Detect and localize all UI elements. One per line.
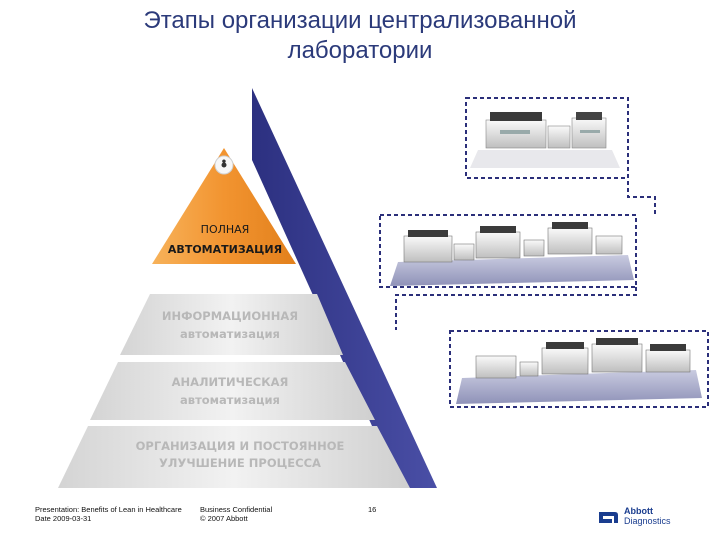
title-line-1: Этапы организации централизованной (143, 7, 577, 34)
analyzer-image-1 (465, 97, 629, 179)
analyzer-image-3 (449, 330, 709, 408)
pyramid-level-full-automation (152, 148, 296, 264)
title-line-2: лаборатории (287, 37, 433, 64)
footer-confidential: Business Confidential © 2007 Abbott (200, 505, 273, 523)
apex-marker-label: • (220, 157, 228, 168)
pyramid-side-face (252, 88, 437, 488)
pyramid-level-process (58, 426, 410, 488)
footer-presentation: Presentation: Benefits of Lean in Health… (35, 505, 182, 523)
abbott-logo-text: Abbott Diagnostics (624, 506, 671, 526)
page-number: 16 (368, 505, 377, 514)
abbott-logo-icon (599, 512, 618, 523)
level-full-automation-label: ПОЛНАЯ АВТОМАТИЗАЦИЯ (167, 223, 283, 256)
connector-lines (395, 181, 656, 330)
level-information-label: ИНФОРМАЦИОННАЯ автоматизация (161, 309, 299, 341)
level-process-label: ОРГАНИЗАЦИЯ И ПОСТОЯННОЕ УЛУЧШЕНИЕ ПРОЦЕ… (135, 439, 345, 470)
slide-title: Этапы организации централизованной лабор… (0, 6, 720, 66)
pyramid-level-analytical (90, 362, 375, 420)
level-analytical-label: АНАЛИТИЧЕСКАЯ автоматизация (171, 375, 289, 407)
analyzer-image-2 (379, 214, 637, 288)
pyramid-level-information (120, 294, 343, 355)
